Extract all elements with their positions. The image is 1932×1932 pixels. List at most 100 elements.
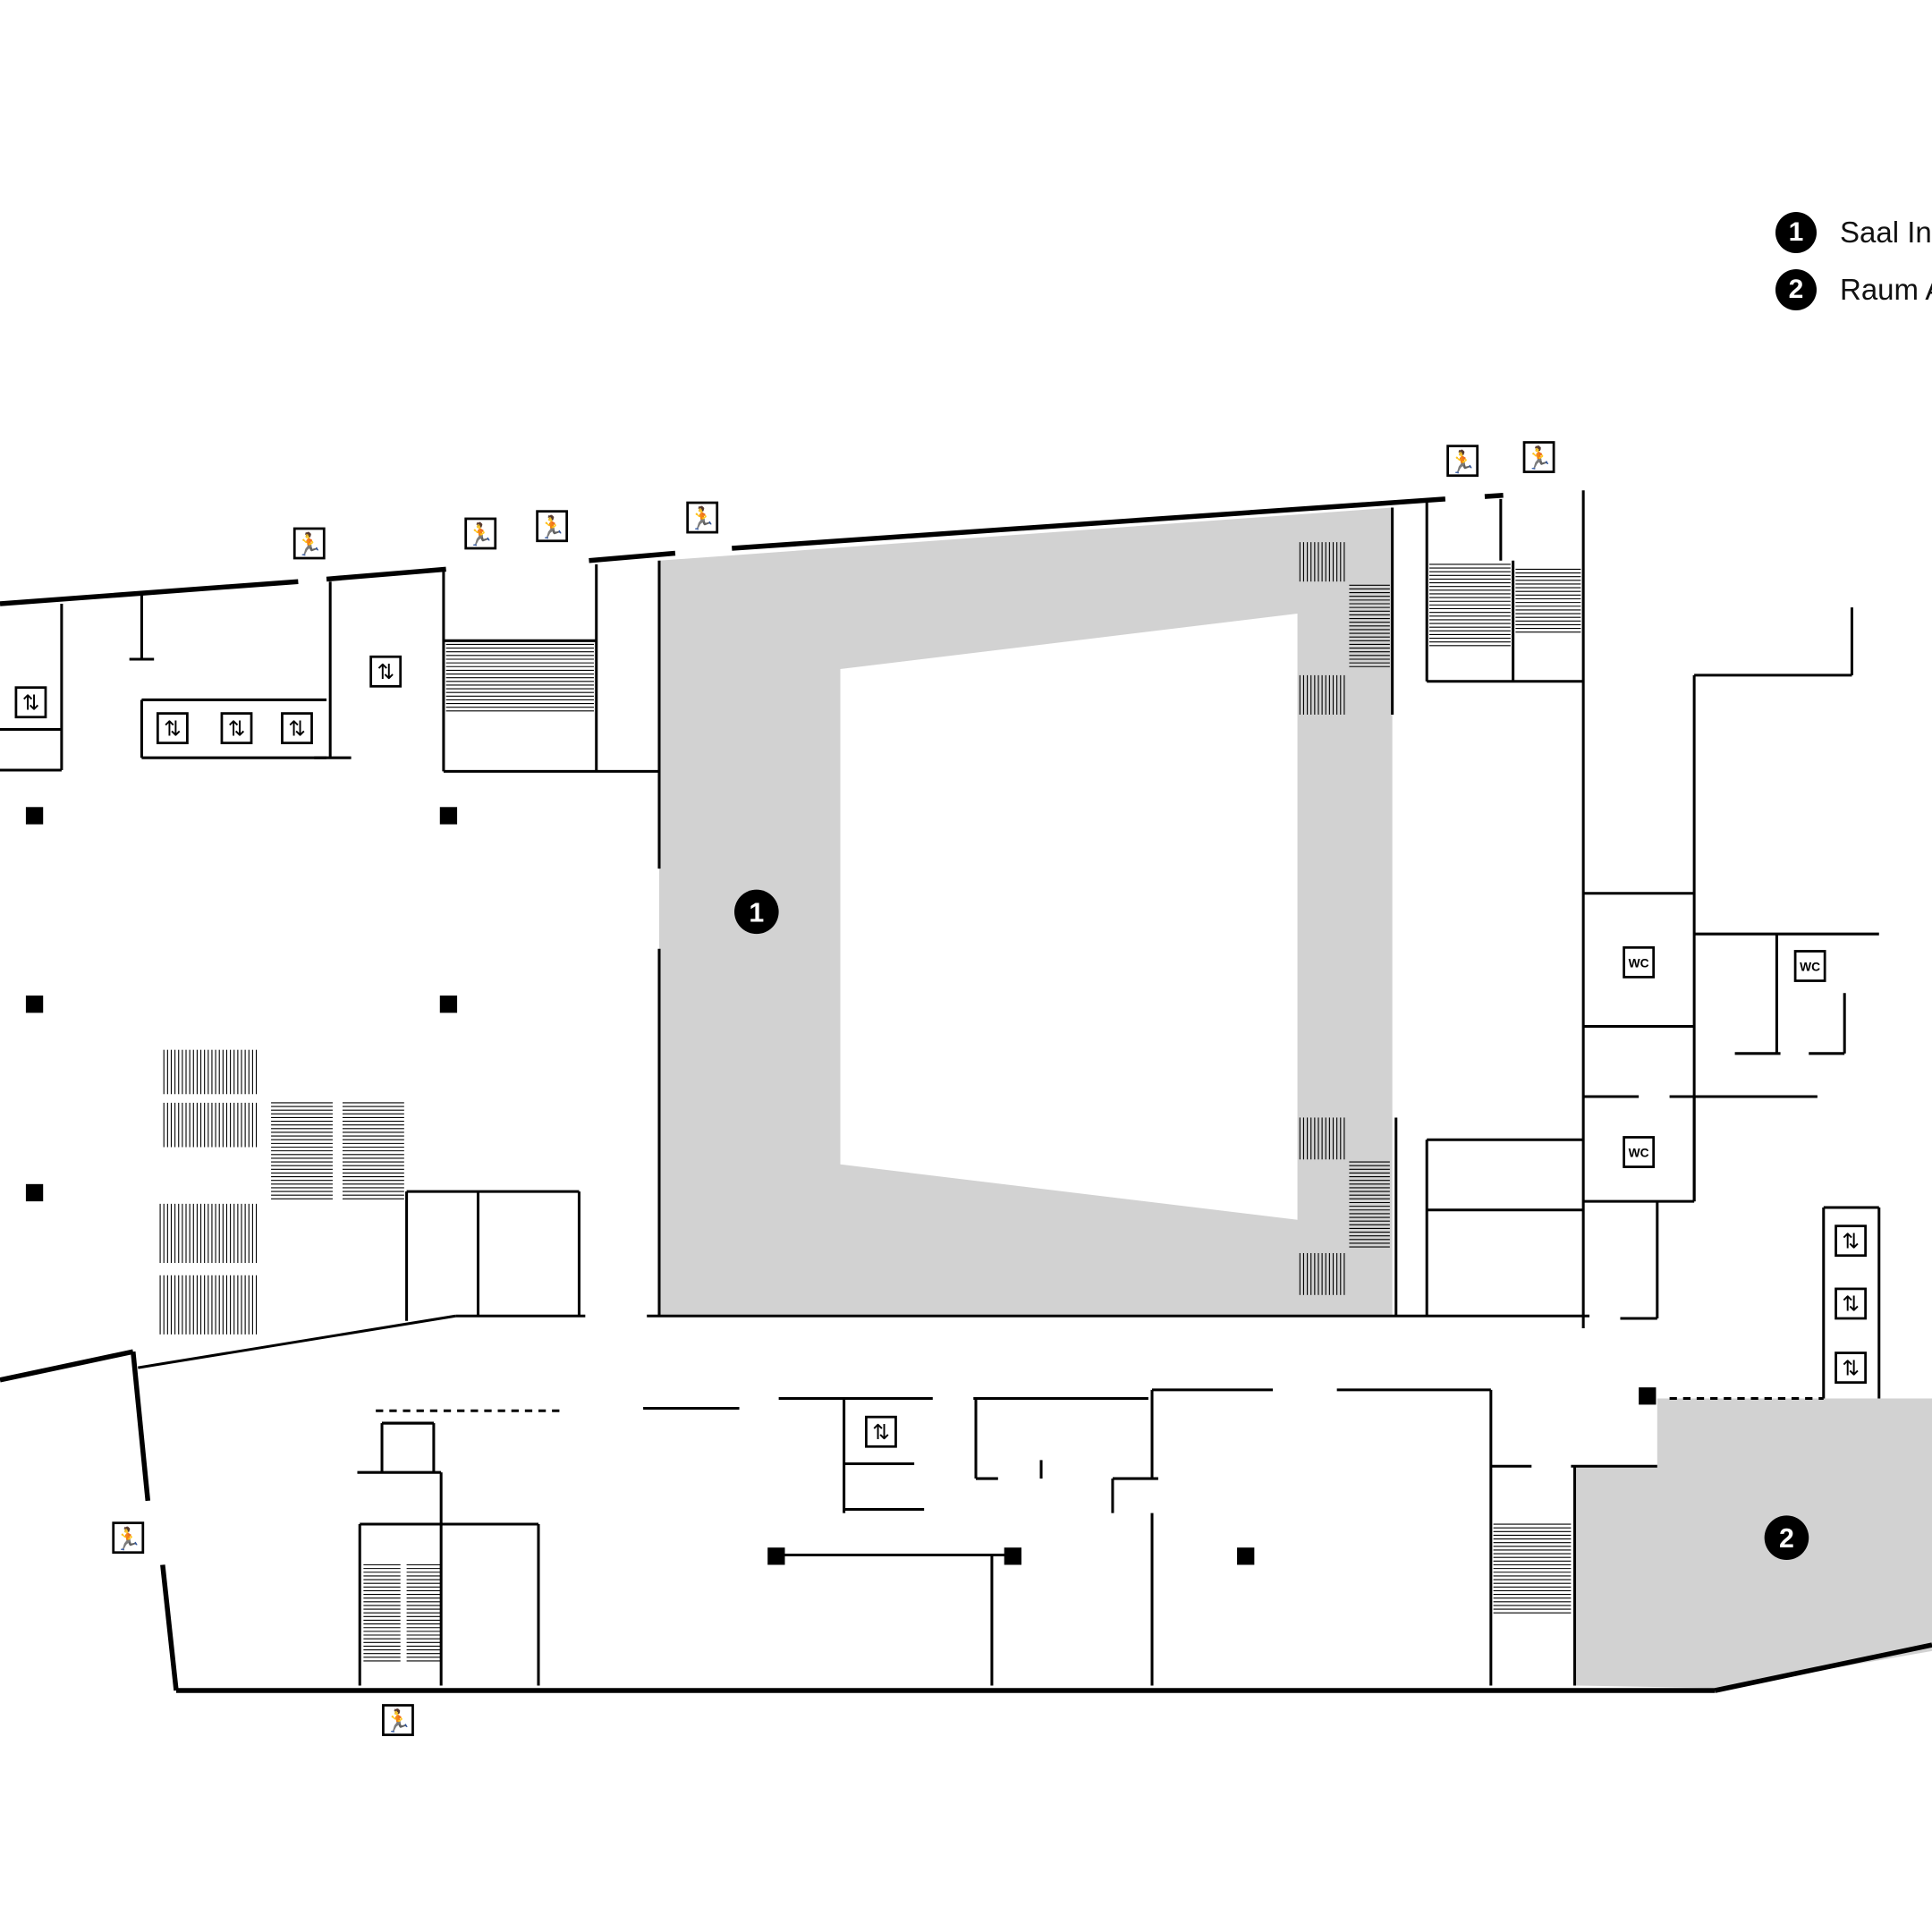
elevator-box [865, 1415, 897, 1448]
elevator-arrows: ⇅ [22, 690, 40, 715]
elevator-arrows: ⇅ [1842, 1292, 1860, 1317]
pillar [767, 1547, 785, 1565]
wc-label: WC [1629, 1147, 1649, 1160]
running-person-glyph: 🏃 [385, 1708, 412, 1734]
elevator-icon: ⇅ [220, 712, 253, 745]
room-number-badge: 1 [1775, 212, 1817, 253]
emergency-exit-icon: 🏃 [1446, 445, 1479, 478]
stairs [363, 1563, 401, 1662]
exit-box [1446, 445, 1479, 478]
elevator-icon: ⇅ [156, 712, 189, 745]
wc-icon: WC [1793, 950, 1826, 982]
wc-icon: WC [1623, 945, 1656, 979]
stairs [271, 1102, 333, 1199]
elevator-icon: ⇅ [865, 1415, 897, 1448]
emergency-exit-icon: 🏃 [536, 510, 569, 543]
running-person-glyph: 🏃 [538, 514, 566, 540]
elevator-arrows: ⇅ [288, 716, 306, 741]
stairs [1428, 564, 1511, 647]
legend: 1 Saal Ing 2 Raum A [1775, 204, 1932, 318]
elevator-icon: ⇅ [1835, 1352, 1867, 1384]
stairs [1349, 584, 1390, 667]
exterior-wall [0, 579, 299, 606]
stairs [1299, 542, 1345, 582]
emergency-exit-icon: 🏃 [464, 517, 497, 550]
stairs [159, 1203, 258, 1263]
elevator-arrows: ⇅ [1842, 1355, 1860, 1380]
pillar [1639, 1387, 1657, 1405]
marker-number: 2 [1779, 1524, 1794, 1554]
legend-item-2[interactable]: 2 Raum A [1775, 261, 1932, 318]
elevator-box [281, 712, 313, 745]
elevator-arrows: ⇅ [1842, 1228, 1860, 1253]
stairs [406, 1563, 442, 1662]
stairs [1349, 1161, 1390, 1248]
elevator-arrows: ⇅ [377, 659, 394, 684]
running-person-glyph: 🏃 [1449, 449, 1477, 475]
stairs [445, 640, 594, 712]
legend-label: Saal Ing [1840, 216, 1932, 249]
running-person-glyph: 🏃 [689, 505, 716, 531]
exit-box [382, 1704, 414, 1736]
emergency-exit-icon: 🏃 [1522, 441, 1555, 473]
wc-box [1623, 945, 1656, 979]
pillar [1004, 1547, 1021, 1565]
exit-box [686, 501, 719, 534]
room-marker-1[interactable]: 1 [734, 889, 779, 935]
exterior-wall [131, 1351, 151, 1502]
legend-item-1[interactable]: 1 Saal Ing [1775, 204, 1932, 261]
room-2-area [1574, 1398, 1932, 1689]
emergency-exit-icon: 🏃 [686, 501, 719, 534]
wc-icon: WC [1623, 1136, 1656, 1168]
pillar [25, 807, 44, 825]
exit-box [292, 527, 326, 560]
pillar [439, 996, 458, 1013]
elevator-box [1835, 1224, 1867, 1258]
exit-box [536, 510, 569, 543]
pillar [25, 996, 44, 1013]
exterior-wall [732, 496, 1446, 551]
elevator-box [220, 712, 253, 745]
running-person-glyph: 🏃 [1525, 445, 1553, 471]
elevator-box [1835, 1287, 1867, 1320]
elevator-box [14, 686, 47, 719]
exterior-wall [160, 1564, 179, 1691]
exterior-wall [0, 1349, 134, 1383]
stairs [1515, 568, 1581, 633]
exit-box [1522, 441, 1555, 473]
pillar [25, 1183, 44, 1202]
exterior-wall [326, 566, 446, 582]
stairs [1299, 1252, 1345, 1295]
emergency-exit-icon: 🏃 [382, 1704, 414, 1736]
room-marker-2[interactable]: 2 [1764, 1515, 1809, 1560]
running-person-glyph: 🏃 [467, 521, 495, 547]
elevator-box [369, 655, 402, 688]
stairs [163, 1102, 258, 1148]
room-number-badge: 2 [1775, 269, 1817, 310]
elevator-icon: ⇅ [1835, 1224, 1867, 1258]
elevator-box [156, 712, 189, 745]
elevator-box [1835, 1352, 1867, 1384]
elevator-arrows: ⇅ [228, 716, 246, 741]
exit-box [464, 517, 497, 550]
stairs [159, 1275, 258, 1335]
stairs [1299, 674, 1345, 715]
wc-label: WC [1629, 956, 1649, 970]
stairs [163, 1049, 258, 1095]
wc-box [1793, 950, 1826, 982]
elevator-icon: ⇅ [14, 686, 47, 719]
emergency-exit-icon: 🏃 [292, 527, 326, 560]
marker-circle [734, 889, 779, 935]
emergency-exit-icon: 🏃 [112, 1521, 145, 1555]
stairs [342, 1102, 404, 1199]
legend-label: Raum A [1840, 273, 1932, 306]
running-person-glyph: 🏃 [295, 531, 323, 557]
interior-wall [138, 1314, 456, 1369]
wc-box [1623, 1136, 1656, 1168]
stairs [1493, 1523, 1572, 1614]
pillar [439, 807, 458, 825]
exit-box [112, 1521, 145, 1555]
running-person-glyph: 🏃 [114, 1526, 142, 1552]
